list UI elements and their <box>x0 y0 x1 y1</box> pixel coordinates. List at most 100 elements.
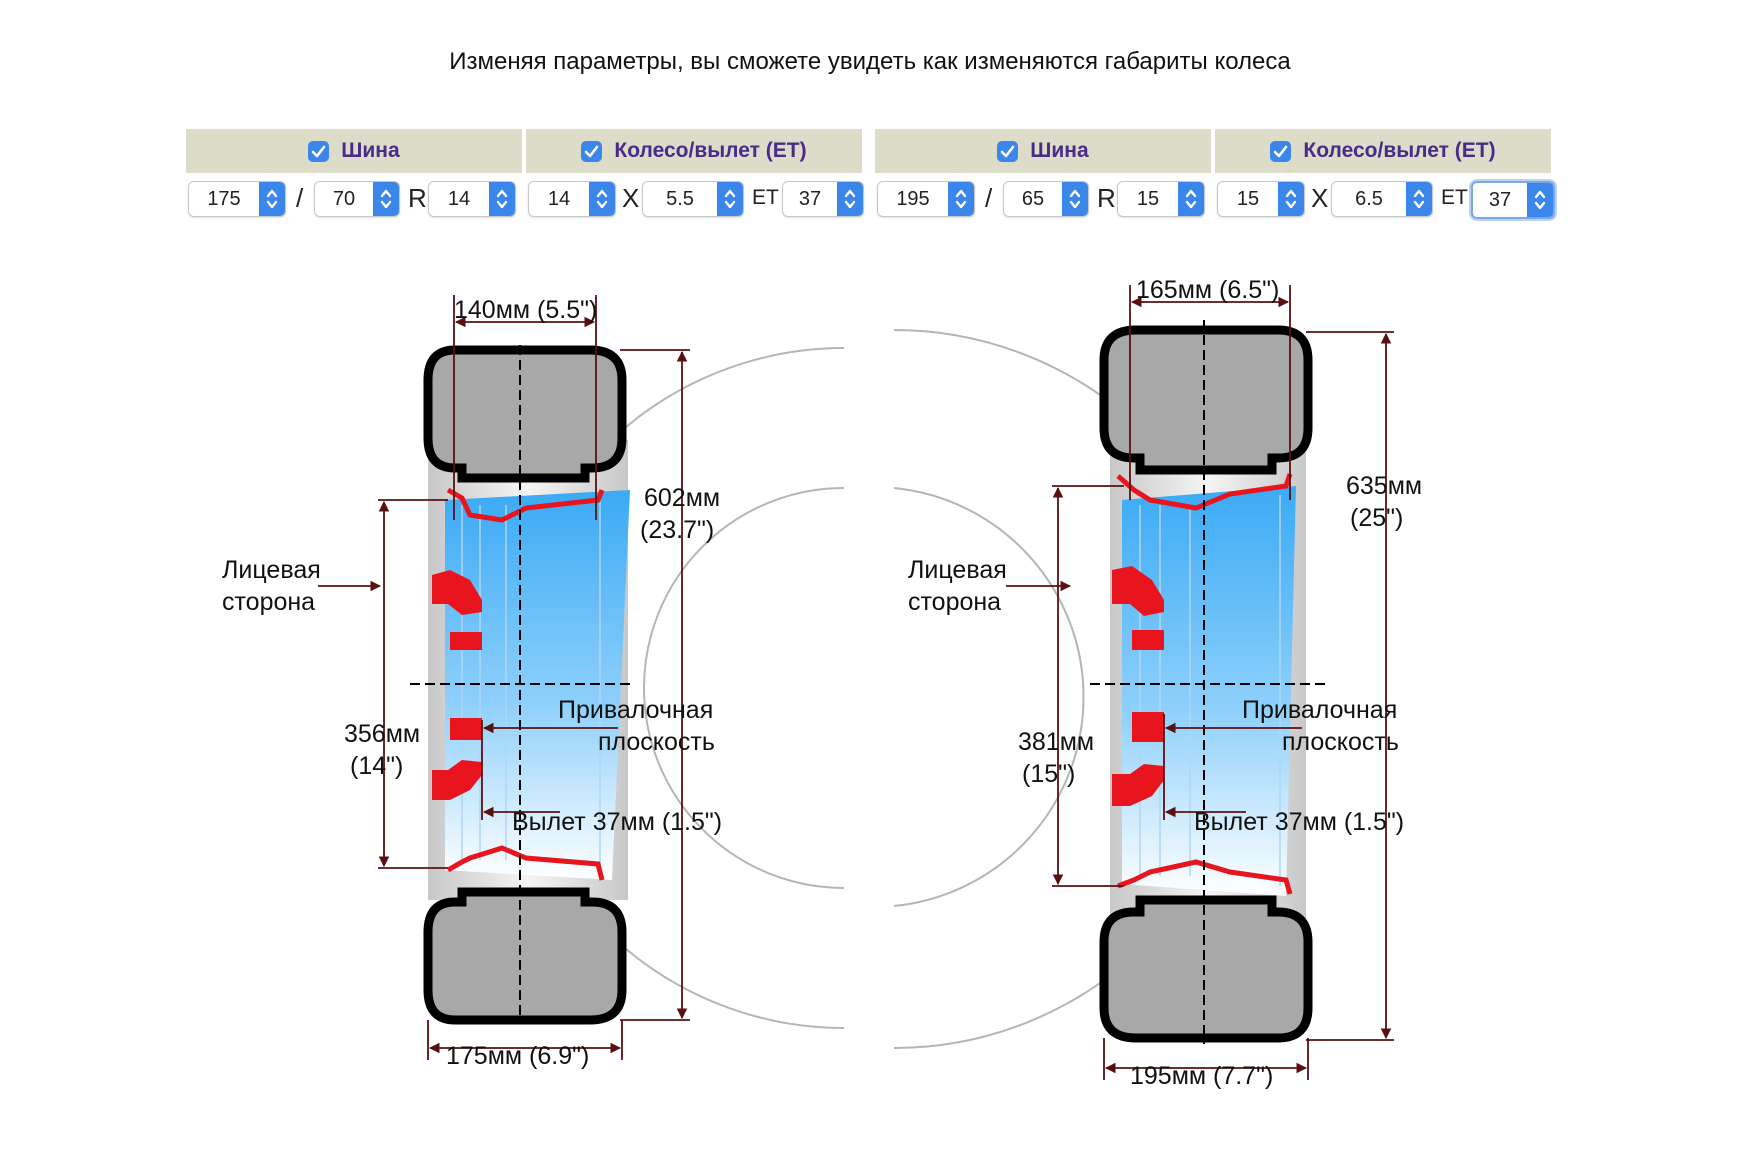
tire-bottom <box>1099 895 1313 1043</box>
tire-header-label: Шина <box>341 139 400 162</box>
select-value: 65 <box>1021 187 1045 210</box>
rim-width-label: 165мм (6.5") <box>1136 276 1279 304</box>
select-value: 37 <box>1488 188 1512 211</box>
stepper-arrows-icon <box>1278 182 1304 216</box>
outer-diameter-label-1: 635мм <box>1346 472 1422 500</box>
panel-header: Шина Колесо/вылет (ET) <box>186 129 862 173</box>
separator-x: X <box>622 182 640 213</box>
tire-width-select[interactable]: 195 <box>877 181 975 217</box>
tire-checkbox[interactable] <box>997 140 1019 162</box>
left-wheel: 140мм (5.5") 602мм (23.7") Лицевая сторо… <box>222 295 722 1070</box>
rim-flange-bottom <box>446 845 605 881</box>
offset-label: Вылет 37мм (1.5") <box>1194 808 1404 836</box>
hub-mount <box>1132 712 1164 742</box>
tire-bottom <box>423 887 627 1025</box>
separator-r: R <box>408 182 427 213</box>
tire-top <box>423 345 627 483</box>
rim-checkbox[interactable] <box>1270 140 1292 162</box>
tire-header: Шина <box>186 129 522 173</box>
face-label-1: Лицевая <box>908 556 1007 584</box>
stepper-arrows-icon <box>948 182 974 216</box>
tire-header-label: Шина <box>1030 139 1089 162</box>
select-value: 14 <box>547 187 571 210</box>
rim-header-label: Колесо/вылет (ET) <box>1303 139 1496 162</box>
hub-spoke-upper <box>432 570 482 615</box>
face-label-1: Лицевая <box>222 556 321 584</box>
tire-checkbox[interactable] <box>308 140 330 162</box>
rim-et-select[interactable]: 37 <box>1471 181 1555 219</box>
stepper-arrows-icon <box>837 182 863 216</box>
face-label-2: сторона <box>222 588 315 616</box>
intro-text: Изменяя параметры, вы сможете увидеть ка… <box>449 48 1291 75</box>
tire-width-select[interactable]: 175 <box>188 181 286 217</box>
rim-width-select[interactable]: 5.5 <box>642 181 744 217</box>
rim-flange-bottom <box>1117 859 1293 895</box>
separator-r: R <box>1097 182 1116 213</box>
tire-header: Шина <box>875 129 1211 173</box>
stepper-arrows-icon <box>259 182 285 216</box>
stepper-arrows-icon <box>489 182 515 216</box>
select-value: 15 <box>1236 187 1260 210</box>
rim-diameter-label-1: 356мм <box>344 720 420 748</box>
separator-slash: / <box>296 182 304 213</box>
face-label-2: сторона <box>908 588 1001 616</box>
stepper-arrows-icon <box>1406 182 1432 216</box>
select-value: 195 <box>896 187 930 210</box>
tire-diameter-select[interactable]: 15 <box>1117 181 1205 217</box>
hub-spoke-lower <box>432 760 482 800</box>
stepper-arrows-icon <box>1062 182 1088 216</box>
rim-header: Колесо/вылет (ET) <box>1215 129 1551 173</box>
stepper-arrows-icon <box>589 182 615 216</box>
separator-et: ET <box>1441 186 1468 209</box>
checkmark-icon <box>1000 145 1015 157</box>
tire-profile-select[interactable]: 70 <box>314 181 400 217</box>
select-value: 175 <box>207 187 241 210</box>
rim-diameter-select[interactable]: 15 <box>1217 181 1305 217</box>
right-wheel: 165мм (6.5") 635мм (25") Лицевая сторона… <box>908 276 1422 1090</box>
rim-et-select[interactable]: 37 <box>782 181 864 217</box>
outer-diameter-label-2: (25") <box>1350 504 1403 532</box>
rim-flange-top <box>1116 473 1293 511</box>
wheel-params-panel-left: Шина Колесо/вылет (ET) 175 / 70 R 14 14 … <box>186 129 864 219</box>
dimension-lines <box>1006 285 1394 1080</box>
rim-diameter-label-2: (15") <box>1022 760 1075 788</box>
controls-row: 175 / 70 R 14 14 X 5.5 ET 37 <box>186 179 864 219</box>
rim-diameter-label-2: (14") <box>350 752 403 780</box>
mount-label-1: Привалочная <box>1242 696 1397 724</box>
panel-header: Шина Колесо/вылет (ET) <box>875 129 1551 173</box>
outer-diameter-label-2: (23.7") <box>640 516 714 544</box>
offset-label: Вылет 37мм (1.5") <box>512 808 722 836</box>
checkmark-icon <box>1274 145 1288 157</box>
dimension-labels: 165мм (6.5") 635мм (25") Лицевая сторона… <box>908 276 1422 1090</box>
separator-x: X <box>1311 182 1329 213</box>
checkmark-icon <box>311 145 326 157</box>
separator-slash: / <box>985 182 993 213</box>
tire-diameter-select[interactable]: 14 <box>428 181 516 217</box>
select-value: 5.5 <box>666 187 694 210</box>
select-value: 37 <box>798 187 822 210</box>
rim-width-label: 140мм (5.5") <box>454 296 597 324</box>
stepper-arrows-icon <box>373 182 399 216</box>
rim-diameter-select[interactable]: 14 <box>528 181 616 217</box>
wheel-params-panel-right: Шина Колесо/вылет (ET) 195 / 65 R 15 15 … <box>875 129 1555 219</box>
tire-profile-select[interactable]: 65 <box>1003 181 1089 217</box>
select-value: 6.5 <box>1355 187 1383 210</box>
select-value: 15 <box>1136 187 1160 210</box>
tire-top <box>1099 325 1313 475</box>
dimension-labels: 140мм (5.5") 602мм (23.7") Лицевая сторо… <box>222 296 722 1070</box>
rim-barrel <box>1122 486 1296 896</box>
hub-mount <box>450 718 482 740</box>
rim-width-select[interactable]: 6.5 <box>1331 181 1433 217</box>
rim-checkbox[interactable] <box>581 140 603 162</box>
rim-diameter-label-1: 381мм <box>1018 728 1094 756</box>
stepper-arrows-icon <box>1527 183 1553 217</box>
stepper-arrows-icon <box>1178 182 1204 216</box>
hub-spoke-lower <box>1112 764 1164 806</box>
rim-flange-top <box>446 487 605 523</box>
hub-spoke-mid <box>1132 630 1164 650</box>
dimension-lines <box>318 295 690 1060</box>
controls-row: 195 / 65 R 15 15 X 6.5 ET 37 <box>875 179 1555 219</box>
rim-lines <box>461 500 601 870</box>
tire-width-label: 195мм (7.7") <box>1130 1062 1273 1090</box>
